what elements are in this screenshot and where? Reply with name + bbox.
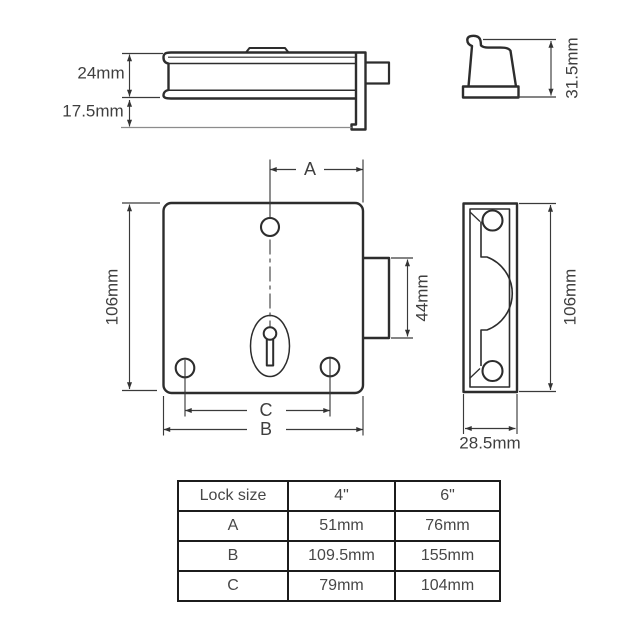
- table-cell-4in: 109.5mm: [287, 540, 396, 572]
- keep-height-label: 31.5mm: [562, 37, 582, 99]
- table-header-6in: 6": [394, 480, 501, 512]
- edge-height-label: 106mm: [560, 268, 580, 326]
- table-row: B 109.5mm 155mm: [177, 540, 501, 572]
- table-cell-6in: 155mm: [394, 540, 501, 572]
- dim-a-label: A: [303, 159, 317, 179]
- dim-b-label: B: [259, 419, 273, 439]
- dim-c-label: C: [259, 400, 273, 420]
- table-header-4in: 4": [287, 480, 396, 512]
- table-cell-4in: 51mm: [287, 510, 396, 542]
- lock-size-table: Lock size 4" 6" A 51mm 76mm B 109.5mm 15…: [177, 480, 501, 602]
- bolt-height-label: 44mm: [412, 274, 432, 322]
- top-view-drawing: [121, 47, 391, 131]
- edge-view-drawing: [462, 202, 556, 434]
- keep-profile-drawing: [461, 34, 556, 99]
- table-row: C 79mm 104mm: [177, 570, 501, 602]
- table-cell-dim: C: [177, 570, 289, 602]
- top-view-depth-label: 17.5mm: [62, 101, 124, 121]
- table-header-row: Lock size 4" 6": [177, 480, 501, 512]
- table-cell-dim: B: [177, 540, 289, 572]
- edge-width-label: 28.5mm: [459, 433, 521, 453]
- table-row: A 51mm 76mm: [177, 510, 501, 542]
- table-cell-6in: 104mm: [394, 570, 501, 602]
- front-height-label: 106mm: [102, 268, 122, 326]
- top-view-height-label: 24mm: [77, 63, 125, 83]
- table-cell-6in: 76mm: [394, 510, 501, 542]
- table-cell-dim: A: [177, 510, 289, 542]
- front-view-drawing: [122, 159, 413, 436]
- table-cell-4in: 79mm: [287, 570, 396, 602]
- table-header-lock-size: Lock size: [177, 480, 289, 512]
